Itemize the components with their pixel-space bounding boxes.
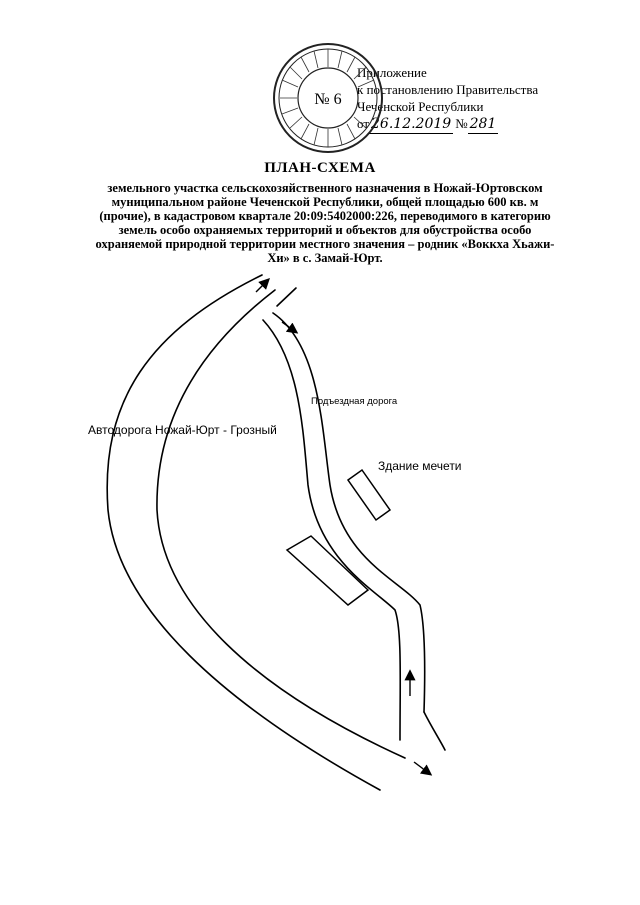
mosque-building [346, 468, 392, 522]
annex-header: Приложение к постановлению Правительства… [357, 64, 538, 134]
round-seal-icon: № 6 [273, 43, 383, 153]
main-road-inner-edge [156, 289, 406, 759]
annex-number: 281 [467, 116, 499, 134]
main-road-outer-edge [106, 274, 381, 791]
document-title: ПЛАН-СХЕМА [264, 160, 376, 176]
junction-edge-top-right [276, 287, 297, 307]
annex-date-prefix: от [357, 116, 370, 131]
annex-date-line: от 26.12.2019 № 281 [357, 115, 538, 134]
access-road-right-edge [272, 312, 426, 713]
land-plot-600 [285, 535, 370, 606]
annex-line-2: к постановлению Правительства [357, 82, 539, 97]
access-road-left-edge [262, 319, 402, 741]
junction-edge-bottom [423, 711, 446, 751]
mosque-label: Здание мечети [378, 459, 462, 473]
arrow-down-right-icon [281, 321, 299, 334]
main-road-label: Автодорога Ножай-Юрт - Грозный [88, 423, 277, 437]
seal-number: № 6 [314, 91, 341, 108]
arrow-up-icon [255, 278, 270, 293]
access-road-label: Подъездная дорога [311, 396, 398, 407]
annex-number-label: № [455, 116, 468, 131]
arrow-southeast-icon [413, 761, 433, 776]
annex-date: 26.12.2019 [369, 116, 454, 134]
document-subtitle: земельного участка сельскохозяйственного… [95, 181, 555, 265]
annex-line-3: Чеченской Республики [357, 99, 484, 114]
